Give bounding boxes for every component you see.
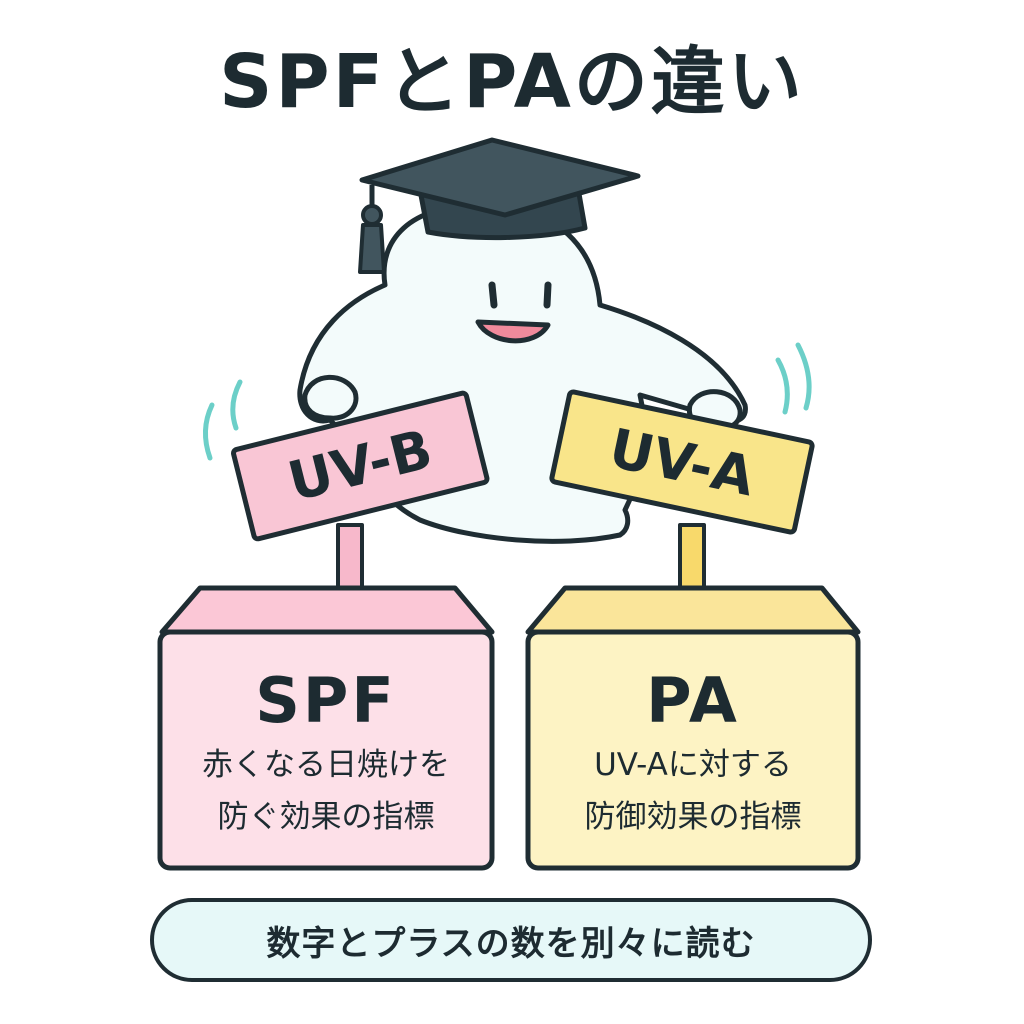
spf-desc-line1: 赤くなる日焼けを bbox=[202, 747, 450, 783]
graduation-cap-icon bbox=[358, 137, 641, 274]
spf-box-text: SPF 赤くなる日焼けを 防ぐ効果の指標 bbox=[160, 664, 492, 841]
pa-desc-line2: 防御効果の指標 bbox=[584, 799, 802, 835]
pa-desc-line1: UV-Aに対する bbox=[594, 747, 792, 783]
uva-sign: UV-A bbox=[549, 389, 815, 535]
uvb-sign: UV-B bbox=[231, 390, 490, 542]
spf-box bbox=[157, 585, 495, 871]
pa-title: PA bbox=[646, 664, 740, 737]
pa-box-text: PA UV-Aに対する 防御効果の指標 bbox=[528, 664, 858, 841]
footer-note: 数字とプラスの数を別々に読む bbox=[150, 898, 872, 982]
spf-title: SPF bbox=[255, 664, 397, 737]
page-title: SPFとPAの違い bbox=[219, 39, 805, 125]
spf-desc-line2: 防ぐ効果の指標 bbox=[217, 799, 435, 835]
motion-lines-icon bbox=[203, 342, 812, 461]
pa-box bbox=[525, 585, 861, 871]
